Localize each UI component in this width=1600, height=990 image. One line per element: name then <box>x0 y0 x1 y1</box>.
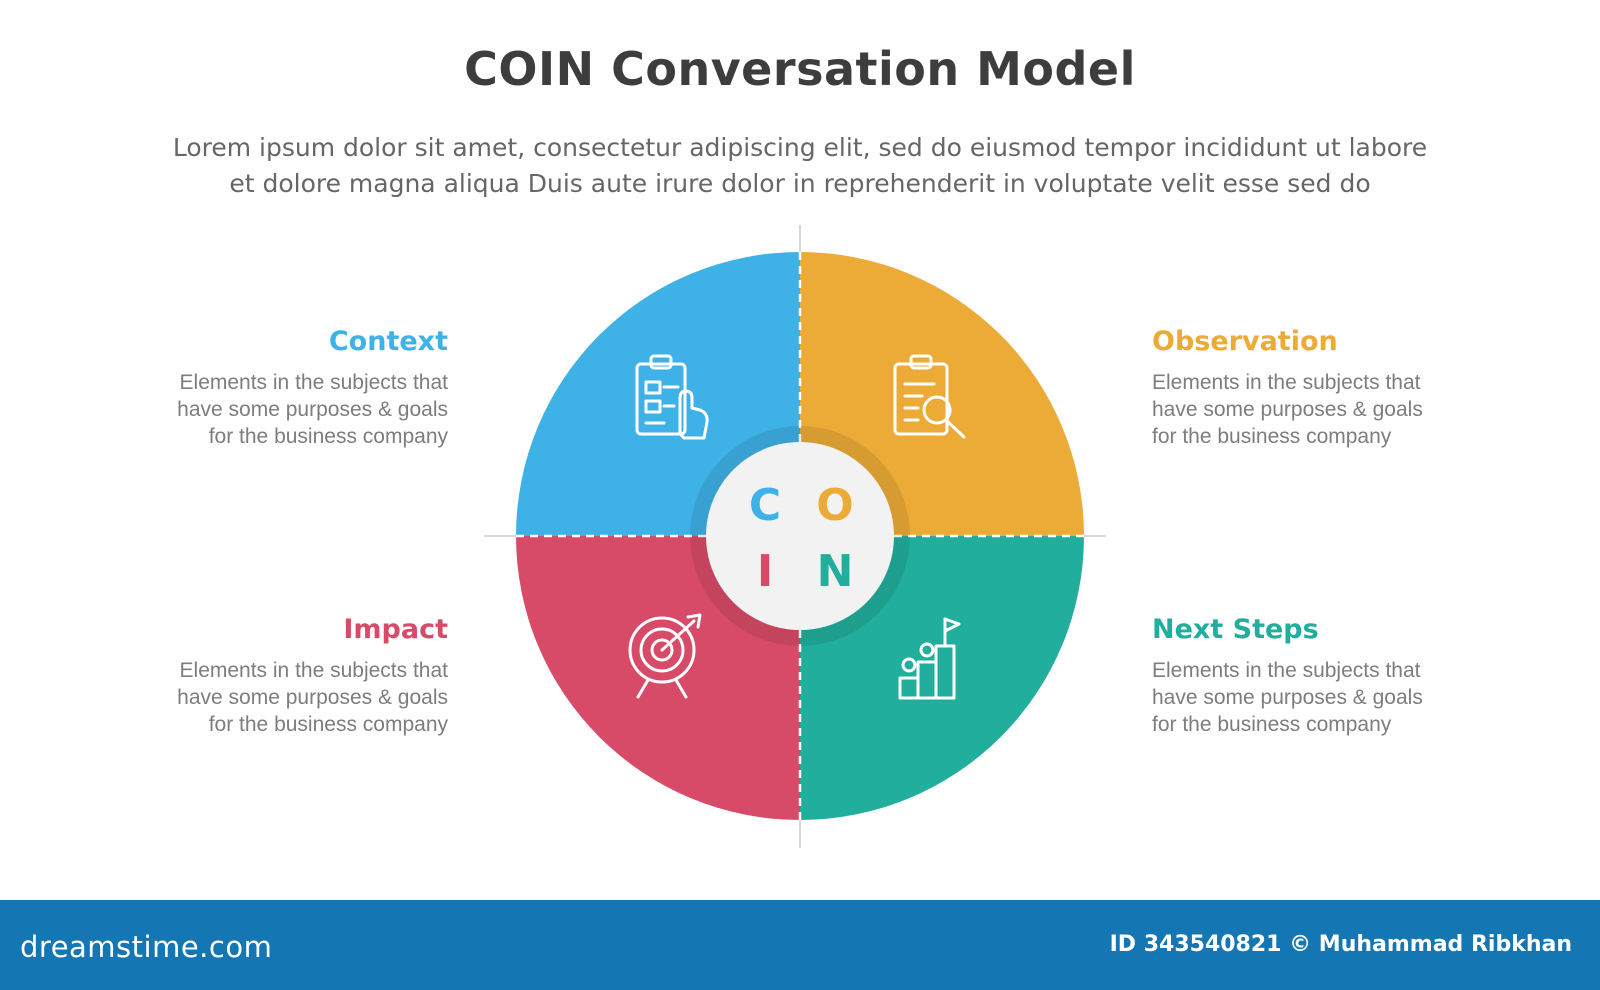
footer-bar: dreamstime.com ID 343540821 © Muhammad R… <box>0 900 1600 990</box>
next-steps-text-block: Next Steps Elements in the subjects that… <box>1152 614 1472 738</box>
center-letter-o: O <box>816 480 853 531</box>
context-description-line: for the business company <box>208 425 448 448</box>
page-subtitle: Lorem ipsum dolor sit amet, consectetur … <box>60 130 1540 202</box>
context-description-line: Elements in the subjects that <box>179 371 448 394</box>
impact-quadrant <box>516 536 800 820</box>
next-steps-description: Elements in the subjects that have some … <box>1152 657 1472 738</box>
center-letter-i: I <box>757 546 773 597</box>
center-letter-n: N <box>817 546 854 597</box>
impact-description-line: Elements in the subjects that <box>179 659 448 682</box>
impact-text-block: Impact Elements in the subjects that hav… <box>128 614 448 738</box>
context-description-line: have some purposes & goals <box>177 398 448 421</box>
footer-brand: dreamstime.com <box>20 930 273 964</box>
impact-description-line: have some purposes & goals <box>177 686 448 709</box>
context-text-block: Context Elements in the subjects that ha… <box>128 326 448 450</box>
coin-quadrant-diagram: C O I N <box>484 225 1106 848</box>
next-steps-heading: Next Steps <box>1152 614 1319 645</box>
clipboard-search-icon <box>893 354 966 439</box>
steps-flag-icon <box>898 617 961 700</box>
observation-description: Elements in the subjects that have some … <box>1152 369 1472 450</box>
center-letter-c: C <box>749 480 781 531</box>
next-steps-description-line: for the business company <box>1152 713 1392 736</box>
next-steps-description-line: have some purposes & goals <box>1152 686 1423 709</box>
clipboard-hand-icon <box>635 354 709 440</box>
observation-description-line: for the business company <box>1152 425 1392 448</box>
page-title: COIN Conversation Model <box>464 42 1136 96</box>
next-steps-quadrant <box>800 536 1084 820</box>
observation-quadrant <box>800 252 1084 536</box>
next-steps-description-line: Elements in the subjects that <box>1152 659 1421 682</box>
target-arrow-icon <box>628 613 702 699</box>
impact-description-line: for the business company <box>208 713 448 736</box>
observation-description-line: have some purposes & goals <box>1152 398 1423 421</box>
context-description: Elements in the subjects that have some … <box>128 369 448 450</box>
impact-description: Elements in the subjects that have some … <box>128 657 448 738</box>
observation-heading: Observation <box>1152 326 1338 357</box>
center-hub <box>706 442 894 630</box>
subtitle-line-2: et dolore magna aliqua Duis aute irure d… <box>229 169 1371 198</box>
subtitle-line-1: Lorem ipsum dolor sit amet, consectetur … <box>172 133 1428 162</box>
context-heading: Context <box>328 326 448 357</box>
observation-description-line: Elements in the subjects that <box>1152 371 1421 394</box>
footer-credit: ID 343540821 © Muhammad Ribkhan <box>1109 932 1572 957</box>
impact-heading: Impact <box>343 614 448 645</box>
observation-text-block: Observation Elements in the subjects tha… <box>1152 326 1472 450</box>
